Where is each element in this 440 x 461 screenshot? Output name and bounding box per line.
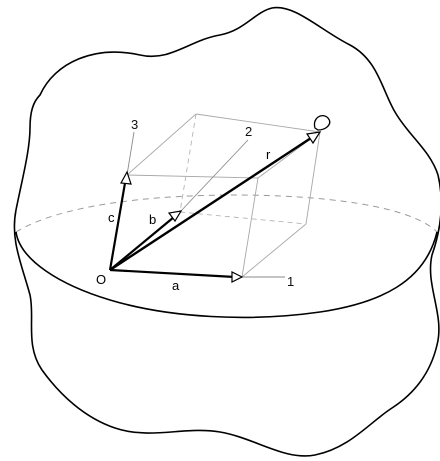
axis-lines <box>126 131 285 278</box>
axis-2-label: 2 <box>245 124 252 139</box>
axis-1-label: 1 <box>287 274 294 289</box>
vector-r <box>109 131 322 272</box>
axis-2-line <box>179 139 249 213</box>
unit-cell-box <box>109 113 321 278</box>
vector-c-label: c <box>108 210 115 225</box>
vector-a-label: a <box>172 278 180 293</box>
vector-b-arrowhead <box>167 210 183 223</box>
vector-c-arrowhead <box>120 170 132 185</box>
atom-position-marker <box>313 114 331 131</box>
plane-front-edge <box>15 231 438 319</box>
vector-b <box>109 210 183 271</box>
origin-label: O <box>96 272 106 287</box>
axis-3-label: 3 <box>131 117 138 132</box>
body-outline <box>13 6 440 457</box>
vector-r-label: r <box>266 147 271 162</box>
vector-r-arrowhead <box>305 131 322 145</box>
axis-3-line <box>126 131 135 176</box>
vector-a-arrowhead <box>231 271 244 283</box>
plane-back-dashed <box>15 194 438 233</box>
vector-c <box>108 170 132 271</box>
vector-b-label: b <box>149 212 156 227</box>
vector-a <box>109 268 244 283</box>
